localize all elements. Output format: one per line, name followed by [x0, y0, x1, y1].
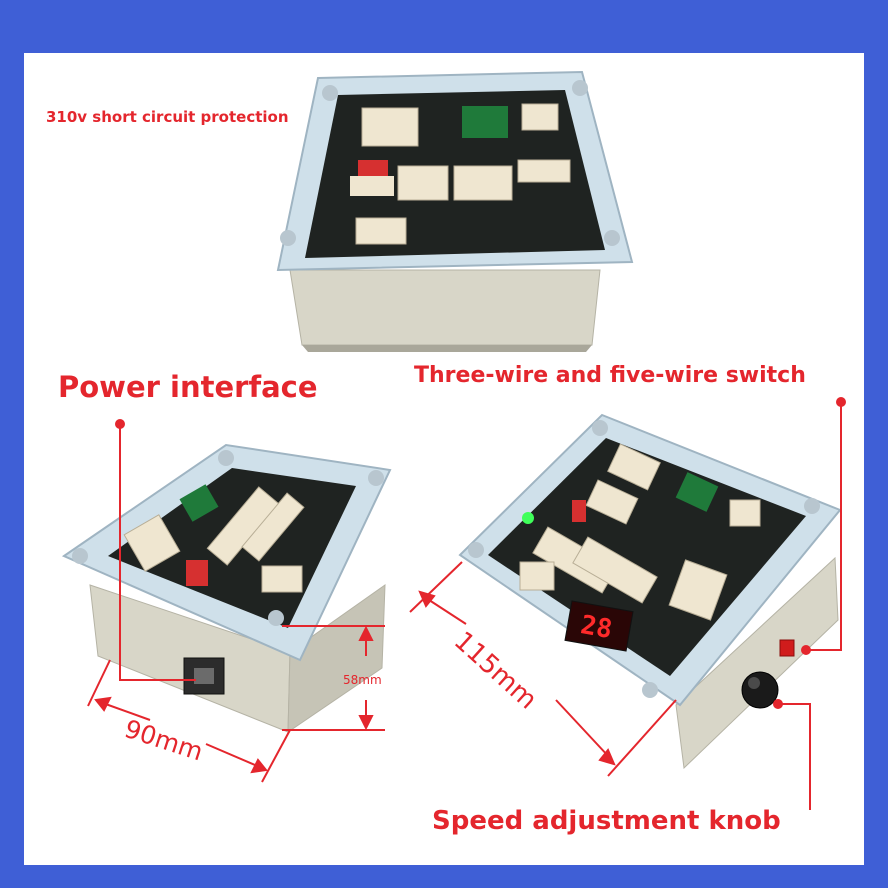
left-screw-3 [368, 470, 384, 486]
right-connector-2 [585, 479, 639, 525]
left-screw-2 [218, 450, 234, 466]
top-connector-4 [397, 165, 449, 201]
right-connector-5 [572, 536, 658, 604]
right-connector-7 [668, 559, 728, 621]
top-connector-2 [521, 103, 559, 131]
height-dimension-lines [282, 625, 385, 731]
right-red-component [572, 500, 586, 522]
top-green-terminal [462, 106, 508, 138]
left-screw-1 [72, 548, 88, 564]
switch-label: Three-wire and five-wire switch [414, 363, 806, 388]
right-connector-3 [729, 499, 761, 527]
right-connector-6 [519, 561, 555, 591]
left-connector-4 [261, 565, 303, 593]
right-screw-3 [804, 498, 820, 514]
right-connector-1 [607, 443, 661, 491]
top-box-case-shadow [302, 345, 592, 352]
right-green-terminal [675, 472, 719, 512]
right-green-led [522, 512, 534, 524]
left-green-terminal [179, 484, 219, 522]
speed-knob-highlight [748, 677, 760, 689]
left-box-case-side [287, 584, 386, 733]
left-red-component [186, 560, 208, 586]
right-controller-box: 28 [458, 413, 842, 770]
speed-knob [741, 671, 779, 709]
top-screw-2 [572, 80, 588, 96]
red-switch-button [779, 639, 795, 657]
left-controller-box [61, 443, 392, 733]
right-box-pcb [488, 438, 806, 676]
led-display [564, 600, 634, 652]
power-interface-pointer [115, 419, 196, 681]
top-screw-3 [280, 230, 296, 246]
top-connector-3 [350, 176, 394, 196]
knob-label: Speed adjustment knob [432, 806, 781, 836]
length-dimension-lines [409, 561, 677, 777]
short-circuit-label: 310v short circuit protection [46, 108, 289, 126]
top-connector-7 [355, 217, 407, 245]
right-screw-4 [642, 682, 658, 698]
top-connector-1 [361, 107, 419, 147]
switch-pointer [801, 397, 846, 655]
power-socket-inner [194, 668, 214, 684]
width-dimension-lines [87, 659, 291, 783]
top-screw-1 [322, 85, 338, 101]
knob-pointer [773, 699, 811, 810]
top-connector-5 [453, 165, 513, 201]
right-screw-2 [592, 420, 608, 436]
right-box-case-front [675, 556, 839, 770]
top-controller-box [276, 70, 634, 352]
left-screw-4 [268, 610, 284, 626]
top-connector-6 [517, 159, 571, 183]
left-connector-3 [241, 492, 305, 562]
height-dimension-label: 58mm [343, 673, 382, 687]
right-screw-1 [468, 542, 484, 558]
top-box-case [289, 269, 601, 346]
top-screw-4 [604, 230, 620, 246]
led-display-value: 28 [578, 610, 614, 645]
power-interface-label: Power interface [58, 370, 318, 404]
left-connector-1 [123, 514, 181, 572]
